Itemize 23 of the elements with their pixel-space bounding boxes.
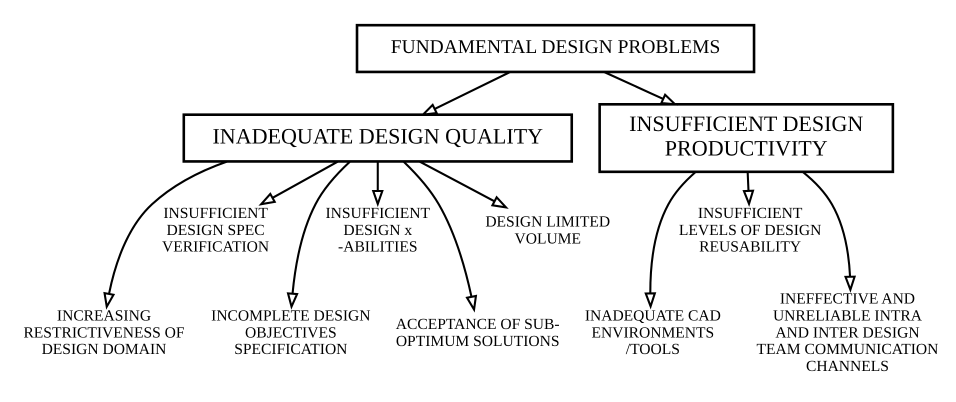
arrow <box>286 161 350 310</box>
arrow <box>258 160 339 206</box>
node-box: INSUFFICIENT DESIGN PRODUCTIVITY <box>598 103 894 174</box>
node-text: INCREASING RESTRICTIVENESS OF DESIGN DOMAIN <box>23 308 185 358</box>
arrow <box>644 171 696 310</box>
arrow <box>742 172 754 207</box>
arrow <box>420 71 511 116</box>
node-box: INADEQUATE DESIGN QUALITY <box>182 113 574 163</box>
node-text: INSUFFICIENT LEVELS OF DESIGN REUSABILITY <box>678 204 822 256</box>
node-text: INCOMPLETE DESIGN OBJECTIVES SPECIFICATION <box>211 308 371 358</box>
arrow <box>604 71 678 106</box>
node-text: DESIGN LIMITED VOLUME <box>485 213 610 248</box>
node-text: INADEQUATE CAD ENVIRONMENTS /TOOLS <box>584 308 721 358</box>
node-text: INSUFFICIENT DESIGN SPEC VERIFICATION <box>162 204 270 256</box>
arrow <box>802 171 856 293</box>
node-box: FUNDAMENTAL DESIGN PROBLEMS <box>356 24 756 74</box>
arrow <box>418 160 509 209</box>
arrow <box>403 161 478 313</box>
node-text: INEFFECTIVE AND UNRELIABLE INTRA AND INTER DESIGN TEAM COMMUNICATION CHANNELS <box>756 290 938 376</box>
node-text: ACCEPTANCE OF SUB- OPTIMUM SOLUTIONS <box>396 316 560 350</box>
node-text: INSUFFICIENT DESIGN x -ABILITIES <box>326 204 430 256</box>
arrow <box>372 162 384 208</box>
arrow <box>103 160 228 310</box>
